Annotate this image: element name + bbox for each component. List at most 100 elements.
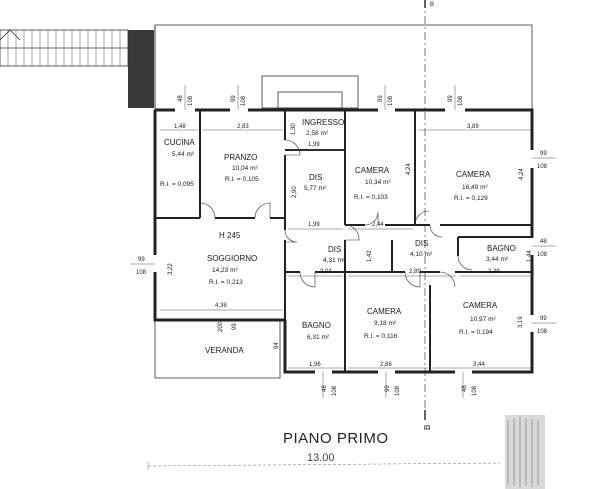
svg-text:CUCINA: CUCINA xyxy=(164,138,195,147)
scale-label: 13.00 xyxy=(307,452,335,464)
svg-text:4,38: 4,38 xyxy=(215,303,227,309)
svg-text:VERANDA: VERANDA xyxy=(205,346,244,355)
room-camera-3: CAMERA 9,18 m² R.I. = 0,116 xyxy=(364,307,402,340)
svg-text:99: 99 xyxy=(138,257,145,263)
svg-text:4,24: 4,24 xyxy=(406,163,412,175)
svg-text:R.I. = 0,194: R.I. = 0,194 xyxy=(459,329,493,336)
svg-text:2,83: 2,83 xyxy=(237,124,249,130)
svg-text:R.I. = 0,213: R.I. = 0,213 xyxy=(209,279,243,286)
svg-text:108: 108 xyxy=(188,95,194,106)
section-mark-bottom: B xyxy=(423,425,432,430)
room-dis-3: DIS 4,10 m² xyxy=(410,239,433,258)
svg-text:48: 48 xyxy=(322,385,328,392)
svg-text:108: 108 xyxy=(388,95,394,106)
room-camera-2: CAMERA 16,49 m² R.I. = 0,129 xyxy=(454,170,491,202)
svg-text:R.I. = 0,129: R.I. = 0,129 xyxy=(454,195,488,202)
svg-text:99: 99 xyxy=(540,151,547,157)
svg-text:99: 99 xyxy=(385,385,391,392)
svg-text:SOGGIORNO: SOGGIORNO xyxy=(207,254,257,263)
svg-text:R.I. = 0,103: R.I. = 0,103 xyxy=(354,194,388,201)
svg-text:R.I. = 0,095: R.I. = 0,095 xyxy=(160,181,194,188)
svg-text:2,88: 2,88 xyxy=(380,362,392,368)
svg-text:1,44: 1,44 xyxy=(527,250,533,262)
interior-dimension-lines xyxy=(160,129,530,369)
svg-text:99: 99 xyxy=(378,95,384,102)
section-mark-top: B xyxy=(430,2,434,8)
right-dimensions: 99 108 48 108 99 108 xyxy=(532,151,556,335)
svg-text:9,18 m²: 9,18 m² xyxy=(374,320,397,327)
room-bagno-1: BAGNO 3,44 m² xyxy=(486,244,516,263)
room-bagno-2: BAGNO 6,31 m² xyxy=(302,321,331,341)
svg-text:CAMERA: CAMERA xyxy=(367,307,402,316)
room-cucina: CUCINA 5,44 m² R.I. = 0,095 xyxy=(160,138,195,188)
svg-text:99: 99 xyxy=(448,95,454,102)
left-dimensions: 99 108 xyxy=(130,257,155,276)
svg-text:PRANZO: PRANZO xyxy=(224,153,257,162)
svg-text:99: 99 xyxy=(540,316,547,322)
svg-text:DIS: DIS xyxy=(328,245,341,254)
svg-text:2,39: 2,39 xyxy=(488,269,500,275)
svg-text:3,89: 3,89 xyxy=(467,124,479,130)
svg-text:H 245: H 245 xyxy=(219,231,241,240)
svg-text:99: 99 xyxy=(231,95,237,102)
room-dis-2: DIS 4,31 m² xyxy=(323,245,346,264)
floor-title: PIANO PRIMO xyxy=(283,430,389,447)
svg-text:DIS: DIS xyxy=(309,173,322,182)
svg-text:1,30: 1,30 xyxy=(291,123,297,135)
svg-text:200: 200 xyxy=(218,321,224,332)
svg-text:6,31 m²: 6,31 m² xyxy=(307,334,330,341)
svg-text:1,48: 1,48 xyxy=(174,124,186,130)
svg-text:10,97 m²: 10,97 m² xyxy=(470,316,496,323)
stairs xyxy=(0,29,154,108)
interior-walls xyxy=(155,110,532,372)
svg-text:BAGNO: BAGNO xyxy=(487,244,516,253)
svg-text:R.I. = 0,105: R.I. = 0,105 xyxy=(225,176,259,183)
room-dis-1: DIS 5,77 m² xyxy=(304,173,327,192)
exterior-walls xyxy=(153,108,534,379)
windows xyxy=(153,108,534,374)
svg-text:16,49 m²: 16,49 m² xyxy=(462,184,488,191)
paper-edge-texture xyxy=(505,415,545,489)
svg-text:5,77 m²: 5,77 m² xyxy=(304,185,327,192)
svg-text:CAMERA: CAMERA xyxy=(463,301,498,310)
svg-text:108: 108 xyxy=(537,252,548,258)
svg-text:108: 108 xyxy=(136,270,147,276)
top-dimensions: 48 108 99 108 99 108 99 108 xyxy=(178,85,464,110)
interior-dimension-labels: 1,48 2,83 1,30 1,99 3,89 2,90 4,24 4,24 … xyxy=(168,123,533,368)
svg-text:INGRESSO: INGRESSO xyxy=(302,118,344,127)
svg-text:108: 108 xyxy=(537,164,548,170)
svg-text:108: 108 xyxy=(241,95,247,106)
svg-text:108: 108 xyxy=(458,95,464,106)
room-ingresso: INGRESSO 2,58 m² xyxy=(302,118,344,137)
scale-bar: 13.00 xyxy=(147,452,501,470)
svg-text:1,96: 1,96 xyxy=(309,362,321,368)
svg-text:1,99: 1,99 xyxy=(308,222,320,228)
svg-text:R.I. = 0,116: R.I. = 0,116 xyxy=(364,333,398,340)
svg-text:48: 48 xyxy=(462,385,468,392)
svg-text:10,04 m²: 10,04 m² xyxy=(232,165,258,172)
svg-text:4,31 m²: 4,31 m² xyxy=(323,257,346,264)
roof-outline xyxy=(154,24,533,111)
room-camera-1: CAMERA 10,34 m² R.I. = 0,103 xyxy=(354,166,391,201)
room-soggiorno: H 245 SOGGIORNO 14,23 m² R.I. = 0,213 xyxy=(207,231,257,286)
svg-text:108: 108 xyxy=(472,385,478,396)
svg-text:4,24: 4,24 xyxy=(519,168,525,180)
svg-text:2,90: 2,90 xyxy=(292,186,298,198)
svg-text:DIS: DIS xyxy=(415,239,428,248)
svg-text:3,19: 3,19 xyxy=(518,316,524,328)
svg-text:4,10 m²: 4,10 m² xyxy=(410,251,433,258)
svg-text:3,44: 3,44 xyxy=(473,362,485,368)
svg-text:BAGNO: BAGNO xyxy=(302,321,331,330)
room-veranda: VERANDA xyxy=(205,346,244,355)
svg-text:48: 48 xyxy=(178,95,184,102)
svg-text:5,44 m²: 5,44 m² xyxy=(172,151,195,158)
svg-text:108: 108 xyxy=(537,329,548,335)
svg-text:2,58 m²: 2,58 m² xyxy=(306,130,329,137)
svg-text:94: 94 xyxy=(274,342,280,349)
svg-text:99: 99 xyxy=(232,323,238,330)
svg-text:2,44: 2,44 xyxy=(372,222,384,228)
svg-text:1,42: 1,42 xyxy=(367,250,373,262)
svg-text:3,22: 3,22 xyxy=(168,263,174,275)
svg-text:10,34 m²: 10,34 m² xyxy=(365,179,391,186)
